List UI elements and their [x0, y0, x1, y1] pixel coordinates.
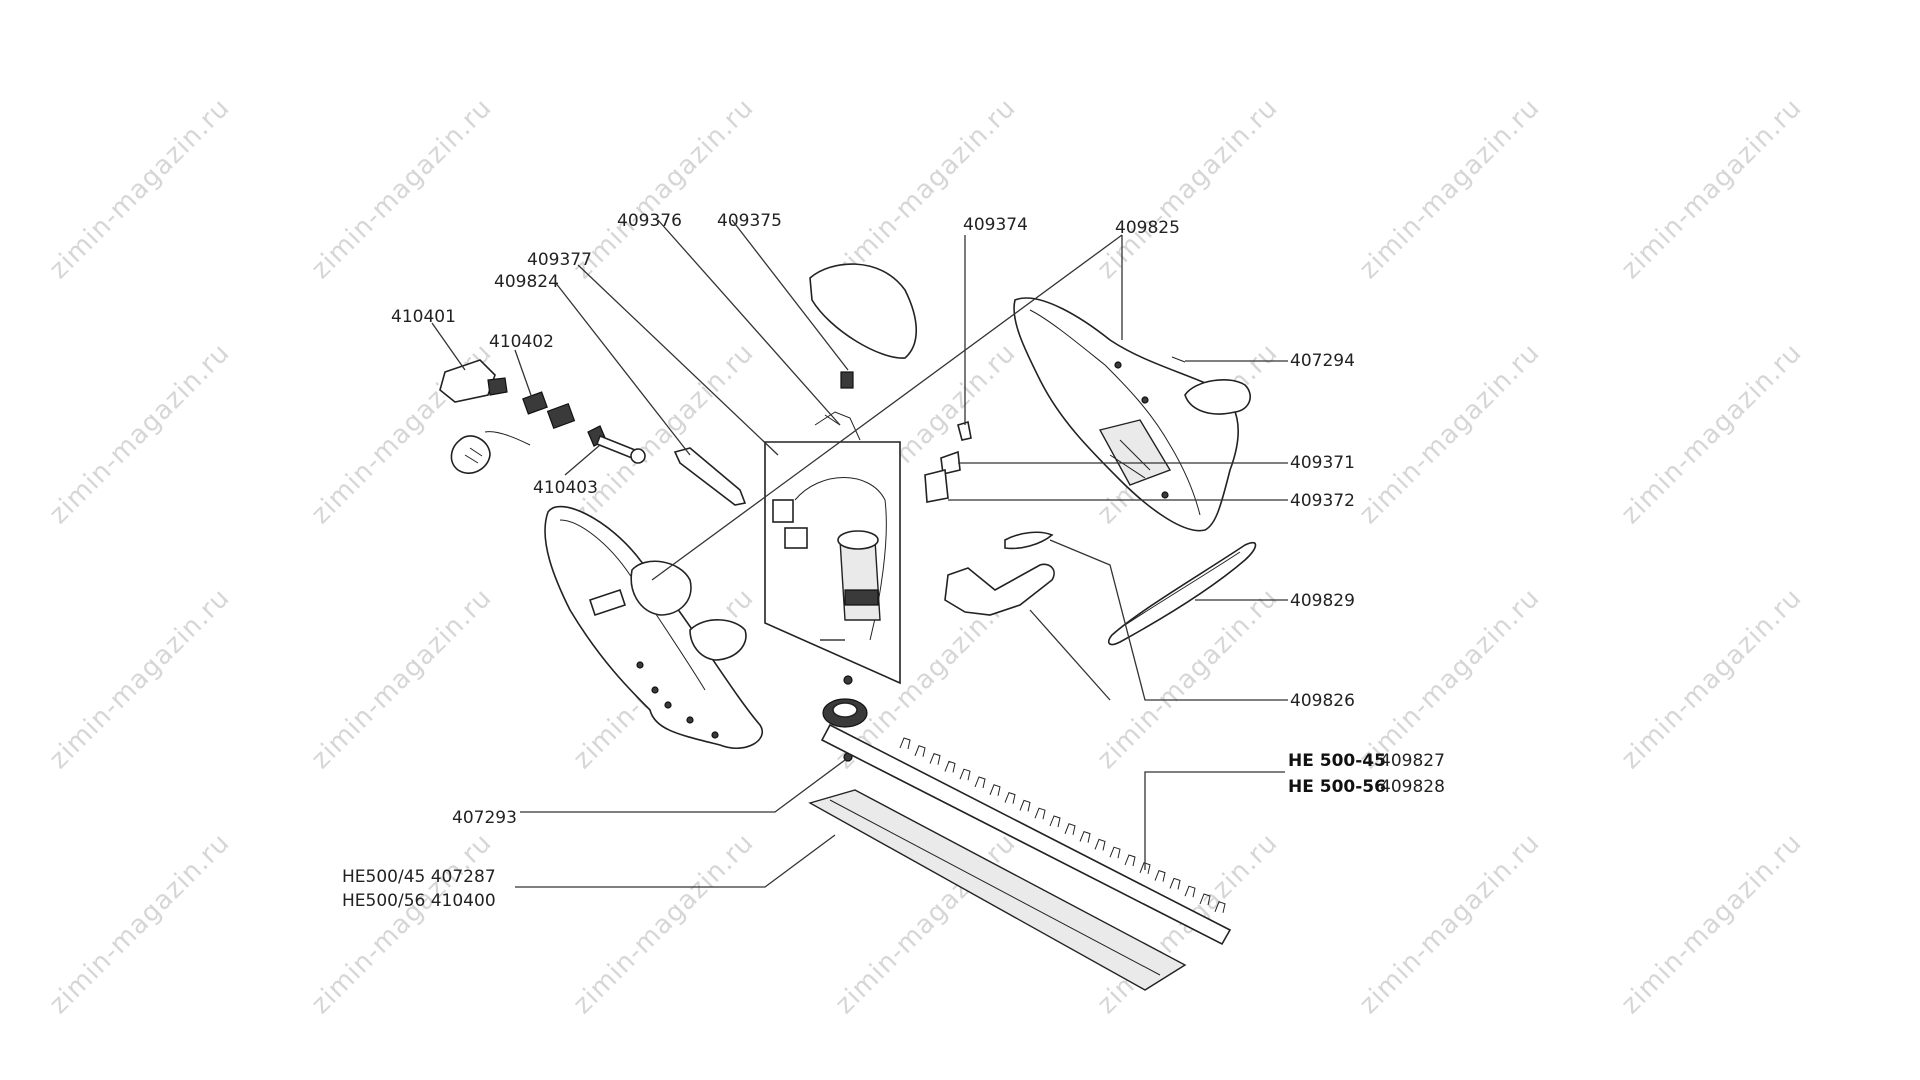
label-409829: 409829 — [1290, 591, 1355, 611]
watermark-text: zimin-magazin.ru — [1354, 338, 1546, 530]
switch-part-409372 — [924, 469, 949, 503]
watermark-text: zimin-magazin.ru — [44, 338, 236, 530]
watermark-text: zimin-magazin.ru — [1616, 338, 1808, 530]
watermark-text: zimin-magazin.ru — [1092, 93, 1284, 285]
gear-housing-part-409826 — [944, 531, 1055, 616]
watermark-text: zimin-magazin.ru — [1616, 583, 1808, 775]
watermark-text: zimin-magazin.ru — [1354, 828, 1546, 1020]
label-409375: 409375 — [717, 211, 782, 231]
label-he500-56-part: 409828 — [1380, 777, 1445, 797]
watermark-text: zimin-magazin.ru — [1354, 93, 1546, 285]
screw-part-407294 — [1171, 356, 1186, 363]
label-410401: 410401 — [391, 307, 456, 327]
right-housing-part-409825 — [1013, 297, 1251, 532]
watermark-text: zimin-magazin.ru — [306, 93, 498, 285]
spring-part-410402 — [522, 391, 576, 429]
label-guard-he500-56: HE500/56 410400 — [342, 891, 496, 911]
watermark-text: zimin-magazin.ru — [44, 828, 236, 1020]
label-he500-45-model: HE 500-45 — [1288, 751, 1386, 771]
label-409826: 409826 — [1290, 691, 1355, 711]
watermark-text: zimin-magazin.ru — [1616, 828, 1808, 1020]
leader-lines — [431, 219, 1288, 888]
watermark-text: zimin-magazin.ru — [44, 93, 236, 285]
handle-part-409829 — [1107, 541, 1257, 646]
label-409825: 409825 — [1115, 218, 1180, 238]
watermark-text: zimin-magazin.ru — [568, 93, 760, 285]
label-he500-56-model: HE 500-56 — [1288, 777, 1386, 797]
label-409377: 409377 — [527, 250, 592, 270]
label-407294: 407294 — [1290, 351, 1355, 371]
label-409374: 409374 — [963, 215, 1028, 235]
label-409372: 409372 — [1290, 491, 1355, 511]
label-410403: 410403 — [533, 478, 598, 498]
label-409376: 409376 — [617, 211, 682, 231]
label-407293: 407293 — [452, 808, 517, 828]
label-guard-he500-45: HE500/45 407287 — [342, 867, 496, 887]
top-cover-part — [809, 263, 917, 359]
motor-part-409377 — [764, 441, 901, 685]
watermark-text: zimin-magazin.ru — [568, 828, 760, 1020]
label-410402: 410402 — [489, 332, 554, 352]
gear-part — [822, 675, 868, 762]
bracket-part-409376 — [814, 411, 861, 441]
watermark-text: zimin-magazin.ru — [1092, 583, 1284, 775]
power-cord-part — [450, 431, 531, 474]
blade-part — [820, 723, 1232, 946]
label-409824: 409824 — [494, 272, 559, 292]
watermark-text: zimin-magazin.ru — [830, 93, 1022, 285]
watermark-text: zimin-magazin.ru — [1354, 583, 1546, 775]
shaft-part-410403 — [587, 425, 646, 464]
left-housing-part — [544, 505, 763, 750]
label-409371: 409371 — [1290, 453, 1355, 473]
watermark-text: zimin-magazin.ru — [44, 583, 236, 775]
switch-part-410401 — [439, 359, 508, 403]
watermark-text: zimin-magazin.ru — [306, 583, 498, 775]
watermark-text: zimin-magazin.ru — [1616, 93, 1808, 285]
lever-part-409824 — [673, 447, 747, 506]
watermark-layer: zimin-magazin.ru zimin-magazin.ru zimin-ma… — [44, 93, 1808, 1020]
blade-guard-part — [808, 789, 1187, 991]
label-he500-45-part: 409827 — [1380, 751, 1445, 771]
spring-part-409375 — [840, 371, 854, 389]
switch-part-409371 — [940, 450, 961, 475]
watermark-text: zimin-magazin.ru — [306, 828, 498, 1020]
